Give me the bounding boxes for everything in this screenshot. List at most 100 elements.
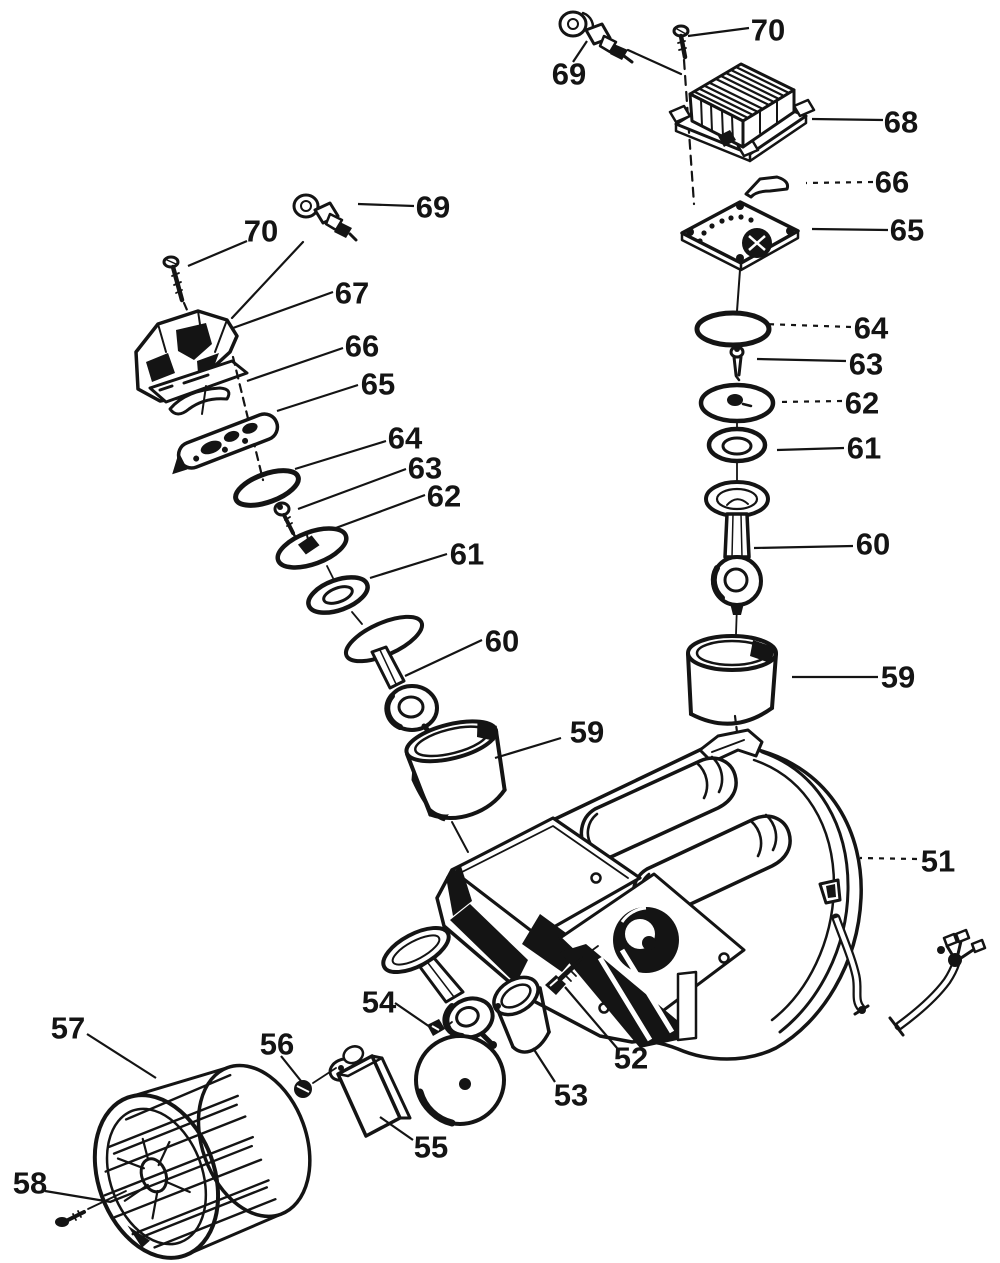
callout-label-65-right: 65 <box>890 213 924 248</box>
callout-label-61-right: 61 <box>847 431 881 466</box>
callout-leader-53 <box>532 1047 556 1083</box>
callout-leader-66-right <box>805 180 874 185</box>
part-69-check-valve-top <box>558 10 683 76</box>
part-70-screw-top <box>672 24 690 60</box>
callout-label-56: 56 <box>260 1027 294 1062</box>
callout-label-66-left: 66 <box>345 329 379 364</box>
part-67-cylinder-head-left <box>134 309 249 404</box>
callout-label-62-left: 62 <box>427 479 461 514</box>
part-63-screw-left <box>273 501 298 540</box>
callout-leader-67 <box>232 290 334 330</box>
mounting-foot <box>560 944 696 1048</box>
callout-leader-66-left <box>246 346 344 383</box>
head-fins <box>693 65 791 120</box>
callout-label-64-right: 64 <box>854 311 889 346</box>
part-57-fan <box>92 1063 312 1260</box>
callout-layer: 7069686665646362616059517069676665646362… <box>13 13 955 1204</box>
callout-label-60-left: 60 <box>485 624 519 659</box>
callout-label-52: 52 <box>614 1041 648 1076</box>
callout-label-66-right: 66 <box>875 165 909 200</box>
callout-leader-60-left <box>404 639 483 677</box>
callout-leader-70-left <box>187 239 248 268</box>
callout-leader-64-left <box>294 439 387 471</box>
callout-leader-56 <box>280 1055 306 1087</box>
part-59-cylinder-sleeve-right <box>686 634 778 726</box>
callout-label-64-left: 64 <box>388 421 423 456</box>
part-64-o-ring-right <box>694 310 772 348</box>
callout-leader-65-left <box>276 383 359 413</box>
callout-leader-61-right <box>776 446 845 452</box>
part-53-cylinder-sleeve-small <box>492 975 551 1054</box>
callout-leader-59-left <box>494 736 562 760</box>
callout-leader-62-right <box>776 399 843 404</box>
part-55-bearing-block <box>328 1045 412 1138</box>
callout-leader-60-right <box>753 544 854 550</box>
callout-leader-63-right <box>756 357 847 363</box>
callout-leader-69-left <box>357 202 415 208</box>
stack-connector-60-59-right <box>735 604 738 635</box>
valve-plate-port-dots <box>697 214 754 244</box>
callout-leader-55 <box>379 1116 414 1141</box>
part-60-connecting-rod-left <box>343 614 443 747</box>
callout-leader-61-left <box>369 552 448 580</box>
callout-label-67: 67 <box>335 276 369 311</box>
power-cord <box>831 913 870 1016</box>
callout-leader-62-left <box>332 493 426 531</box>
callout-label-58: 58 <box>13 1166 47 1201</box>
part-54-nut <box>427 1019 453 1036</box>
callout-leader-70-top <box>687 26 750 38</box>
part-62-valve-disc-right <box>698 382 776 424</box>
part-61-washer-left <box>306 575 370 615</box>
callout-label-57: 57 <box>51 1011 85 1046</box>
part-66-gasket-right <box>744 175 789 199</box>
callout-label-51: 51 <box>921 844 955 879</box>
callout-label-54: 54 <box>362 985 397 1020</box>
part-56-nut <box>294 1067 337 1098</box>
callout-leader-58 <box>44 1189 112 1204</box>
part-66-gasket-left <box>168 385 231 416</box>
callout-leader-64-right <box>762 322 852 329</box>
part-eccentric-rod <box>381 925 497 1049</box>
callout-leader-52 <box>564 986 618 1049</box>
callout-label-62-right: 62 <box>845 386 879 421</box>
part-65-valve-plate-left <box>172 412 280 475</box>
callout-label-55: 55 <box>414 1130 448 1165</box>
callout-label-69-top: 69 <box>552 57 586 92</box>
mounting-plate <box>450 816 642 938</box>
assembly-axis-dashed-right <box>682 58 696 206</box>
callout-label-68: 68 <box>884 105 918 140</box>
callout-label-70-top: 70 <box>751 13 785 48</box>
callout-leader-69-top <box>572 40 588 63</box>
callout-leader-65-right <box>811 227 889 232</box>
callout-label-70-left: 70 <box>244 214 278 249</box>
part-64-o-ring-left <box>233 468 301 508</box>
callout-label-53: 53 <box>554 1078 588 1113</box>
part-61-washer-right <box>706 426 768 464</box>
part-eccentric-disc <box>414 1034 506 1127</box>
part-69-check-valve-left <box>230 193 358 320</box>
callout-label-61-left: 61 <box>450 537 484 572</box>
part-51-crankcase-motor-assembly <box>435 728 870 1061</box>
part-63-screw-right <box>729 345 745 382</box>
part-65-valve-plate-right <box>680 200 800 312</box>
callout-label-59-left: 59 <box>570 715 604 750</box>
part-52-bolt <box>545 945 599 995</box>
callout-label-65-left: 65 <box>361 367 395 402</box>
part-wire-harness <box>888 928 987 1037</box>
callout-label-63-right: 63 <box>849 347 883 382</box>
fan-hub-spokes <box>116 1137 191 1220</box>
part-59-cylinder-sleeve-left <box>404 719 507 822</box>
callout-leader-54 <box>394 1002 431 1028</box>
part-60-connecting-rod-right <box>704 480 770 615</box>
stack-connector-lines-left <box>326 565 363 625</box>
callout-leader-68 <box>811 117 884 122</box>
callout-label-69-left: 69 <box>416 190 450 225</box>
callout-leader-57 <box>86 1033 157 1079</box>
part-58-screw <box>55 1190 127 1227</box>
callout-label-60-right: 60 <box>856 527 890 562</box>
connector-59-to-crankcase-left <box>451 821 469 853</box>
housing-rim-outer <box>760 750 850 1034</box>
callout-leader-63-left <box>297 467 407 511</box>
